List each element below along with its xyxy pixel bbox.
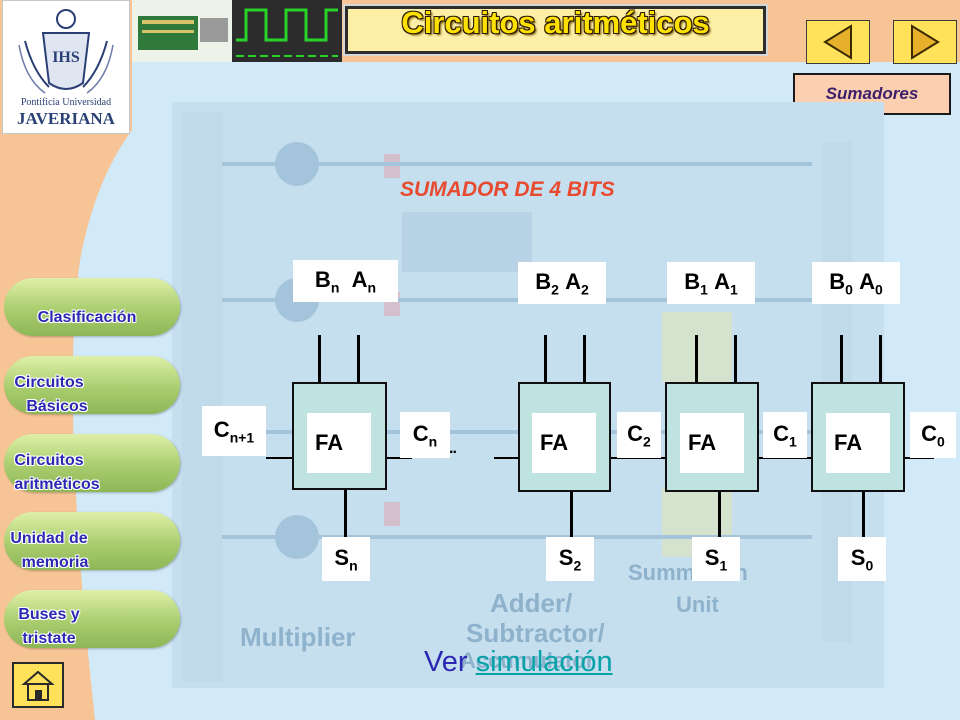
- triangle-right-icon: [911, 24, 940, 60]
- bg-word-subtractor: Subtractor/: [466, 618, 605, 648]
- sum-label-1: S1: [692, 537, 740, 581]
- sidebar-item-clasificacion[interactable]: Clasificación: [4, 278, 180, 336]
- sidebar-item-label: Circuitos: [14, 452, 84, 469]
- sidebar-item-buses-tristate[interactable]: Buses y tristate: [4, 590, 180, 648]
- header-photo-strip: [132, 0, 342, 62]
- carry-label-0: C0: [910, 412, 956, 458]
- sidebar-item-circuitos-basicos[interactable]: Circuitos Básicos: [4, 356, 180, 415]
- logo-monogram: IHS: [52, 49, 80, 66]
- bg-word-unit: Unit: [676, 592, 719, 617]
- wire-sn: [344, 490, 347, 538]
- wire-cn: [386, 457, 412, 459]
- sidebar-item-label: Básicos: [26, 398, 88, 415]
- input-label-1: B1 A1: [667, 262, 755, 304]
- carry-label-out: Cn+1: [202, 406, 266, 456]
- wire-cout: [266, 457, 292, 459]
- bg-word-accumulator: Accumulator: [460, 648, 595, 673]
- sidebar-item-label: tristate: [22, 630, 76, 647]
- full-adder-n-label: FA: [307, 413, 371, 473]
- wire-a2: [583, 335, 586, 383]
- wire-c2: [610, 457, 666, 459]
- sidebar-item-label: Buses y: [18, 606, 80, 623]
- full-adder-1-label: FA: [680, 413, 744, 473]
- sum-label-n: Sn: [322, 537, 370, 581]
- input-label-0: B0 A0: [812, 262, 900, 304]
- simulation-link-row: Ver simulación: [424, 646, 613, 679]
- sidebar-item-circuitos-aritmeticos[interactable]: Circuitos aritméticos: [4, 434, 180, 493]
- sum-label-2: S2: [546, 537, 594, 581]
- bg-word-multiplier: Multiplier: [240, 622, 356, 652]
- sum-label-0: S0: [838, 537, 886, 581]
- wire-c0: [904, 457, 934, 459]
- wire-a0: [879, 335, 882, 383]
- wire-an: [357, 335, 360, 383]
- ver-prefix: Ver: [424, 646, 468, 678]
- carry-label-2: C2: [617, 412, 661, 458]
- home-icon: [21, 670, 55, 701]
- full-adder-2-label: FA: [532, 413, 596, 473]
- next-button[interactable]: [893, 20, 957, 64]
- prev-button[interactable]: [806, 20, 870, 64]
- sidebar-item-label: Clasificación: [37, 309, 137, 326]
- wire-b1: [695, 335, 698, 383]
- sidebar-item-label: Unidad de: [10, 530, 88, 547]
- carry-label-1: C1: [763, 412, 807, 458]
- logo-line-1: Pontificia Universidad: [20, 97, 112, 108]
- wire-s2: [570, 490, 573, 538]
- bg-word-adder: Adder/: [490, 588, 573, 618]
- home-button[interactable]: [12, 662, 64, 708]
- input-label-2: B2 A2: [518, 262, 606, 304]
- input-label-n: Bn An: [293, 260, 398, 302]
- wire-s0: [862, 490, 865, 538]
- wire-s1: [718, 490, 721, 538]
- sidebar-item-label: aritméticos: [14, 476, 100, 493]
- sidebar-item-label: memoria: [21, 554, 89, 571]
- sidebar-item-label: Circuitos: [14, 374, 84, 391]
- circuit-title: SUMADOR DE 4 BITS: [400, 178, 615, 201]
- university-logo: IHS Pontificia Universidad JAVERIANA: [2, 0, 130, 134]
- page-title: Circuitos aritméticos: [401, 5, 710, 40]
- full-adder-0-label: FA: [826, 413, 890, 473]
- simulation-link[interactable]: simulación: [475, 646, 613, 678]
- wire-bn: [318, 335, 321, 383]
- wire-c1: [758, 457, 812, 459]
- sidebar-item-unidad-memoria[interactable]: Unidad de memoria: [4, 512, 180, 571]
- wire-cin-stage2: [494, 457, 518, 459]
- wire-b2: [544, 335, 547, 383]
- triangle-left-icon: [823, 24, 852, 60]
- title-plate: [348, 9, 763, 51]
- carry-label-n: Cn: [400, 412, 450, 458]
- logo-line-2: JAVERIANA: [17, 109, 115, 128]
- wire-b0: [840, 335, 843, 383]
- wire-a1: [734, 335, 737, 383]
